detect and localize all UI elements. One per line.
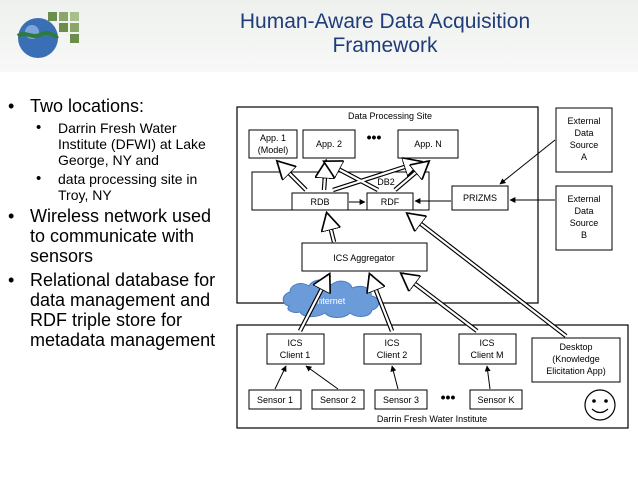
arrow-rdb-appn [332, 162, 420, 192]
arrow-desktop-rdf [408, 214, 567, 337]
external-source-a-box [555, 107, 613, 173]
internet-label: Internet [315, 296, 346, 306]
ics-client-m-line2: Client M [470, 350, 503, 360]
external-source-a-line4: A [581, 152, 587, 162]
internet-cloud-icon [282, 279, 380, 318]
sensor-3-label: Sensor 3 [383, 395, 419, 405]
ics-client-m-line1: ICS [479, 338, 494, 348]
bullet-wireless: Wireless network used to communicate wit… [6, 206, 228, 266]
ics-client-1-line1: ICS [287, 338, 302, 348]
external-source-a-line2: Data [574, 128, 593, 138]
app-n-label: App. N [414, 139, 442, 149]
slide-title-line1: Human-Aware Data Acquisition [239, 10, 531, 33]
app-1-label: App. 1 [260, 133, 286, 143]
app-1-box [248, 129, 298, 159]
external-source-b-line1: External [567, 194, 600, 204]
prizms-box [451, 185, 509, 211]
external-source-b-line3: Source [570, 218, 599, 228]
header-band [0, 0, 638, 72]
bullet-list: Two locations: Darrin Fresh Water Instit… [6, 96, 228, 354]
bullet-two-locations: Two locations: [6, 96, 228, 116]
sensor-k-box [469, 389, 523, 410]
external-source-a-line3: Source [570, 140, 599, 150]
external-source-b-line4: B [581, 230, 587, 240]
ics-client-1-box [266, 333, 325, 365]
sensor-2-box [311, 389, 365, 410]
db2-label: DB2 [377, 177, 395, 187]
prizms-label: PRIZMS [463, 193, 497, 203]
data-processing-site-label: Data Processing Site [348, 111, 432, 121]
sub-bullet-dfwi: Darrin Fresh Water Institute (DFWI) at L… [6, 120, 228, 168]
apps-ellipsis: ••• [367, 129, 382, 145]
ics-client-m-box [458, 333, 517, 365]
arrow-sensor2-client1 [305, 365, 339, 390]
rdf-box [366, 192, 414, 211]
sensors-ellipsis: ••• [441, 389, 456, 405]
slide-title: Human-Aware Data Acquisition Framework [150, 10, 620, 58]
arrow-aggregator-rdb [327, 214, 334, 243]
sensor-1-box [248, 389, 302, 410]
sub-bullet-troy: data processing site in Troy, NY [6, 171, 228, 203]
arrow-sensor3-client2 [390, 365, 399, 390]
arrow-rdb-app1 [278, 162, 307, 191]
sensor-2-label: Sensor 2 [320, 395, 356, 405]
dfwi-label: Darrin Fresh Water Institute [377, 414, 487, 424]
arrow-client1-aggregator [299, 275, 329, 332]
ics-aggregator-box [301, 242, 428, 272]
desktop-line3: Elicitation App) [546, 366, 606, 376]
sensor-1-label: Sensor 1 [257, 395, 293, 405]
slide-title-line2: Framework [332, 34, 438, 57]
arrow-rdf-app2 [325, 162, 379, 191]
arrow-sensor1-client1 [274, 365, 287, 390]
rdb-box [291, 192, 349, 211]
arrow-rdf-appn [394, 162, 428, 191]
sensor-k-label: Sensor K [477, 395, 514, 405]
ics-client-2-line2: Client 2 [377, 350, 408, 360]
desktop-line2: (Knowledge [552, 354, 600, 364]
rdf-label: RDF [381, 197, 400, 207]
external-source-b-line2: Data [574, 206, 593, 216]
ics-client-2-line1: ICS [384, 338, 399, 348]
smiley-face-icon [584, 389, 616, 421]
globe-logo-icon [16, 12, 79, 58]
ics-client-1-line2: Client 1 [280, 350, 311, 360]
arrow-client2-aggregator [370, 275, 394, 332]
desktop-line1: Desktop [559, 342, 592, 352]
app-1-sublabel: (Model) [258, 145, 289, 155]
ics-client-2-box [363, 333, 422, 365]
arrow-clientm-aggregator [402, 274, 478, 332]
external-source-a-line1: External [567, 116, 600, 126]
app-2-box [302, 129, 356, 159]
app-2-label: App. 2 [316, 139, 342, 149]
sensor-3-box [374, 389, 428, 410]
ics-aggregator-label: ICS Aggregator [333, 253, 395, 263]
arrow-source-a-prizms [499, 139, 556, 185]
rdb-label: RDB [310, 197, 329, 207]
desktop-box [531, 337, 621, 383]
external-source-b-box [555, 185, 613, 251]
app-n-box [397, 129, 459, 159]
arrow-sensork-clientm [484, 365, 491, 390]
bullet-relational: Relational database for data management … [6, 270, 228, 350]
